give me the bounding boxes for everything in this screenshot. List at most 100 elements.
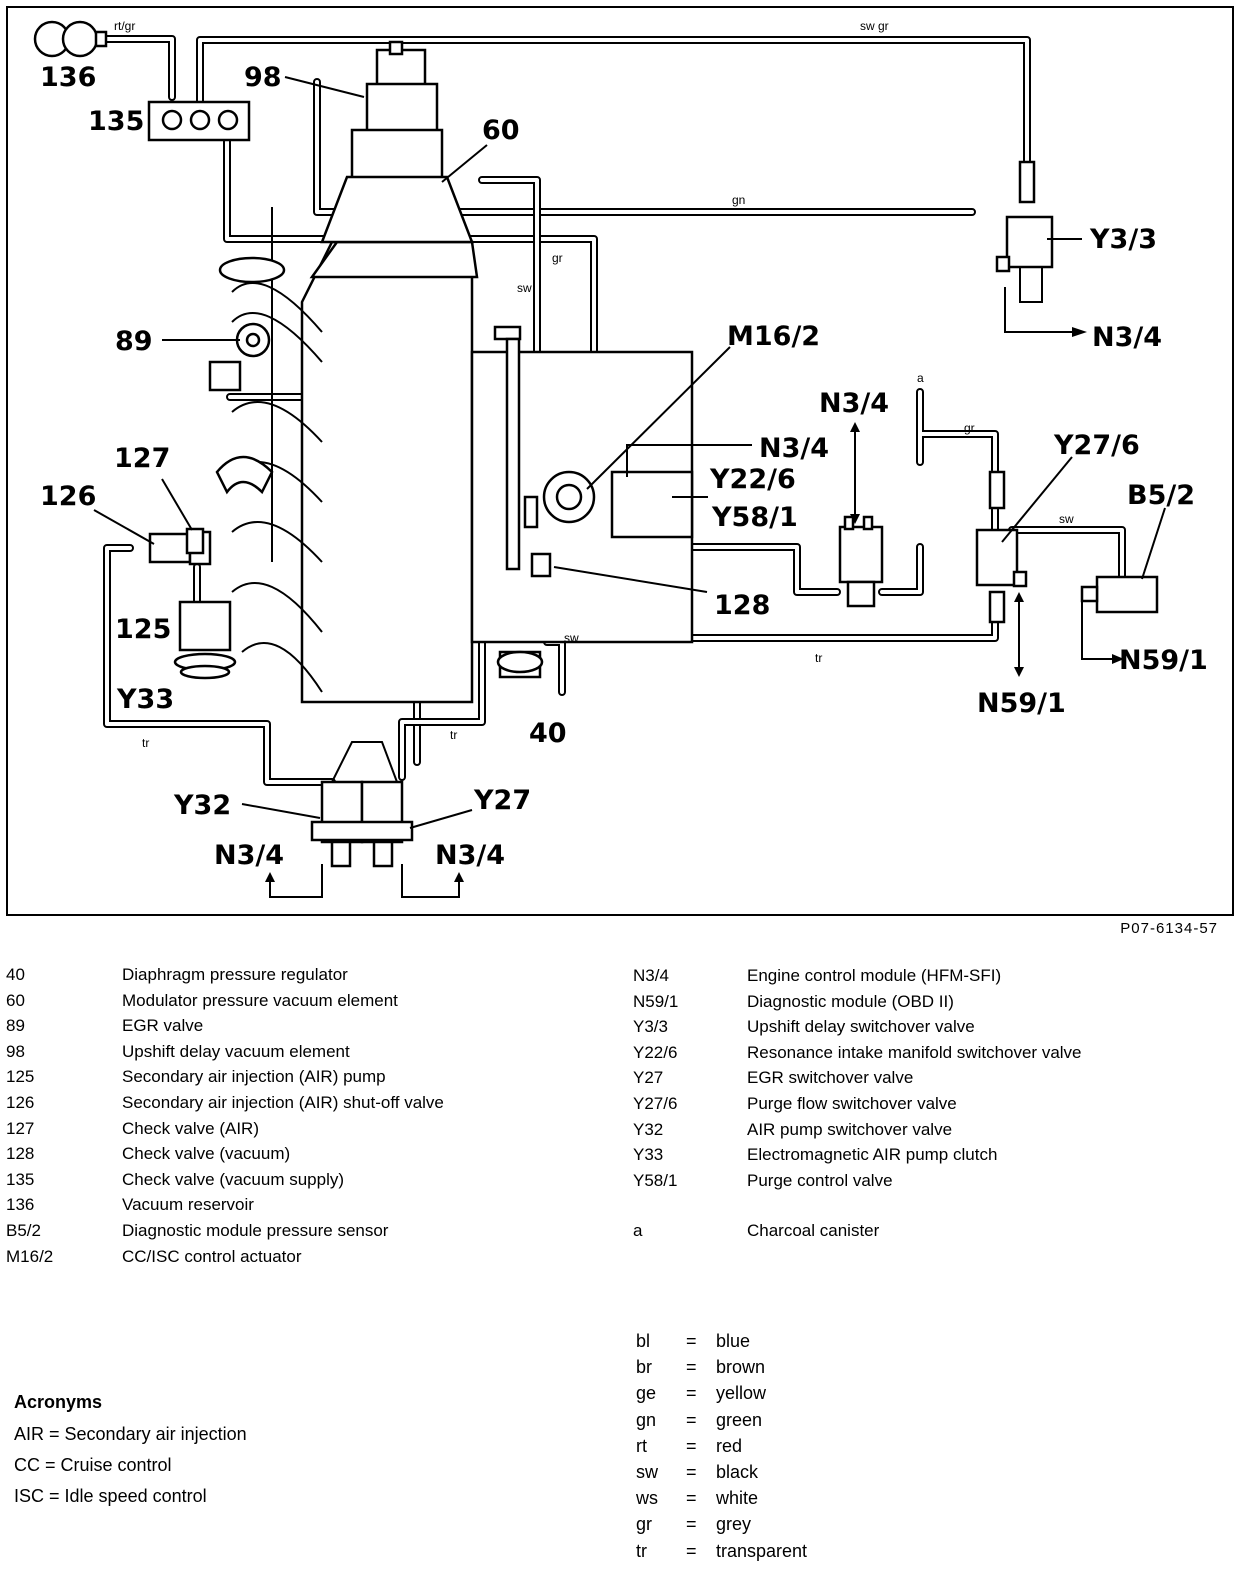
- label-y33: Y33: [116, 684, 174, 715]
- label-y32: Y32: [173, 790, 231, 821]
- legend-row: Y3/3 Upshift delay switchover valve: [633, 1014, 1082, 1040]
- acronym-abbr: AIR: [14, 1424, 45, 1444]
- legend-desc: Check valve (vacuum supply): [122, 1169, 345, 1189]
- legend-desc: Upshift delay switchover valve: [747, 1017, 975, 1037]
- wire-gr-2: gr: [964, 421, 975, 435]
- wire-sw-1: sw: [517, 281, 532, 295]
- legend-code: N3/4: [633, 966, 669, 985]
- legend-code: Y27/6: [633, 1093, 678, 1113]
- label-n3-4-y3-3: N3/4: [1092, 322, 1162, 353]
- label-60: 60: [482, 115, 520, 146]
- legend-desc: Diaphragm pressure regulator: [122, 965, 348, 984]
- legend-code: 40: [6, 965, 25, 984]
- label-y27-6: Y27/6: [1053, 430, 1140, 461]
- legend-desc: Purge control valve: [747, 1170, 893, 1190]
- legend-code: Y22/6: [633, 1042, 678, 1062]
- label-98: 98: [244, 62, 282, 93]
- check-valve-128: [530, 552, 552, 578]
- wire-sw-2: sw: [1059, 512, 1074, 526]
- pressure-sensor-b5-2: [1080, 575, 1159, 614]
- legend-desc: Engine control module (HFM-SFI): [747, 966, 1002, 985]
- color-abbr: br: [636, 1357, 653, 1378]
- label-y58-1: Y58/1: [711, 502, 798, 533]
- color-row: br=brown: [636, 1354, 807, 1380]
- label-m16-2: M16/2: [727, 321, 820, 352]
- equals-sign: =: [686, 1540, 697, 1561]
- color-row: gr=grey: [636, 1511, 807, 1537]
- equals-sign: =: [686, 1488, 697, 1509]
- color-name: brown: [716, 1357, 766, 1378]
- legend-code: 136: [6, 1195, 35, 1215]
- legend-row: Y27/6 Purge flow switchover valve: [633, 1091, 1082, 1117]
- color-row: tr=transparent: [636, 1538, 807, 1564]
- legend-code: Y27: [633, 1068, 664, 1088]
- color-name: green: [716, 1409, 763, 1430]
- vacuum-diagram: 136 135 98 60 89 127 126 125 Y33 Y32 Y27…: [33, 19, 1208, 898]
- egr-valve-89: [208, 322, 271, 392]
- color-row: ws=white: [636, 1485, 807, 1511]
- legend-desc: Electromagnetic AIR pump clutch: [747, 1145, 998, 1165]
- legend-desc: Vacuum reservoir: [122, 1195, 254, 1215]
- color-abbr: ge: [636, 1383, 657, 1404]
- color-name: yellow: [716, 1383, 767, 1404]
- color-name: black: [716, 1462, 759, 1483]
- check-valve-127: [185, 527, 205, 555]
- air-pump-125: [173, 600, 237, 680]
- color-name: blue: [716, 1331, 751, 1351]
- equals-sign: =: [686, 1435, 697, 1456]
- wire-sw-gr: sw gr: [860, 19, 889, 33]
- color-row: gn=green: [636, 1407, 807, 1433]
- label-136: 136: [40, 62, 96, 93]
- color-code-legend: bl=blue br=brown ge=yellow gn=green rt=r…: [636, 1328, 807, 1564]
- color-name: red: [716, 1435, 743, 1456]
- label-a: a: [917, 371, 924, 385]
- purge-switchover-valve-y27-6: [975, 470, 1028, 624]
- legend-desc: Modulator pressure vacuum element: [122, 990, 398, 1010]
- acronym-row: ISC = Idle speed control: [14, 1486, 207, 1506]
- switchover-valves-y32-y27: [310, 741, 414, 868]
- legend-code: 128: [6, 1144, 35, 1164]
- color-abbr: bl: [636, 1331, 651, 1351]
- legend-desc: Charcoal canister: [747, 1221, 880, 1241]
- purge-control-valve-y58-1: [838, 515, 884, 608]
- legend-desc: Secondary air injection (AIR) pump: [122, 1067, 386, 1087]
- component-legend-right: N3/4 Engine control module (HFM-SFI) N59/…: [633, 963, 1082, 1244]
- legend-code: 127: [6, 1118, 35, 1138]
- legend-code: Y3/3: [633, 1017, 668, 1037]
- label-b5-2: B5/2: [1127, 480, 1195, 511]
- wire-color-codes: rt/gr sw gr gn gr sw gr sw sw tr tr tr: [114, 19, 1074, 750]
- legend-desc: Resonance intake manifold switchover val…: [747, 1042, 1082, 1062]
- upshift-delay-vacuum-element-98: [350, 40, 444, 182]
- intake-manifold-runners: [215, 256, 323, 693]
- equals-sign: =: [686, 1462, 697, 1483]
- acronym-row: AIR = Secondary air injection: [14, 1424, 247, 1444]
- check-valve-135: [147, 100, 251, 142]
- acronyms-title: Acronyms: [14, 1392, 103, 1412]
- legend-code: 125: [6, 1067, 35, 1087]
- color-name: white: [716, 1488, 759, 1509]
- legend-desc: Upshift delay vacuum element: [122, 1041, 350, 1061]
- legend-desc: CC/ISC control actuator: [122, 1246, 302, 1266]
- legend-desc: Purge flow switchover valve: [747, 1093, 957, 1113]
- label-n3-4-top: N3/4: [819, 388, 889, 419]
- equals-sign: =: [686, 1409, 697, 1430]
- acronym-desc: Secondary air injection: [64, 1424, 247, 1444]
- label-126: 126: [40, 481, 96, 512]
- legend-code: Y32: [633, 1119, 664, 1139]
- label-40: 40: [529, 718, 567, 749]
- legend-row: 125 Secondary air injection (AIR) pump: [6, 1064, 444, 1090]
- acronym-row: CC = Cruise control: [14, 1455, 172, 1475]
- legend-desc: Check valve (AIR): [122, 1118, 259, 1138]
- legend-code: B5/2: [6, 1220, 41, 1240]
- leader-lines: [93, 76, 1166, 898]
- legend-row: 136 Vacuum reservoir: [6, 1192, 444, 1218]
